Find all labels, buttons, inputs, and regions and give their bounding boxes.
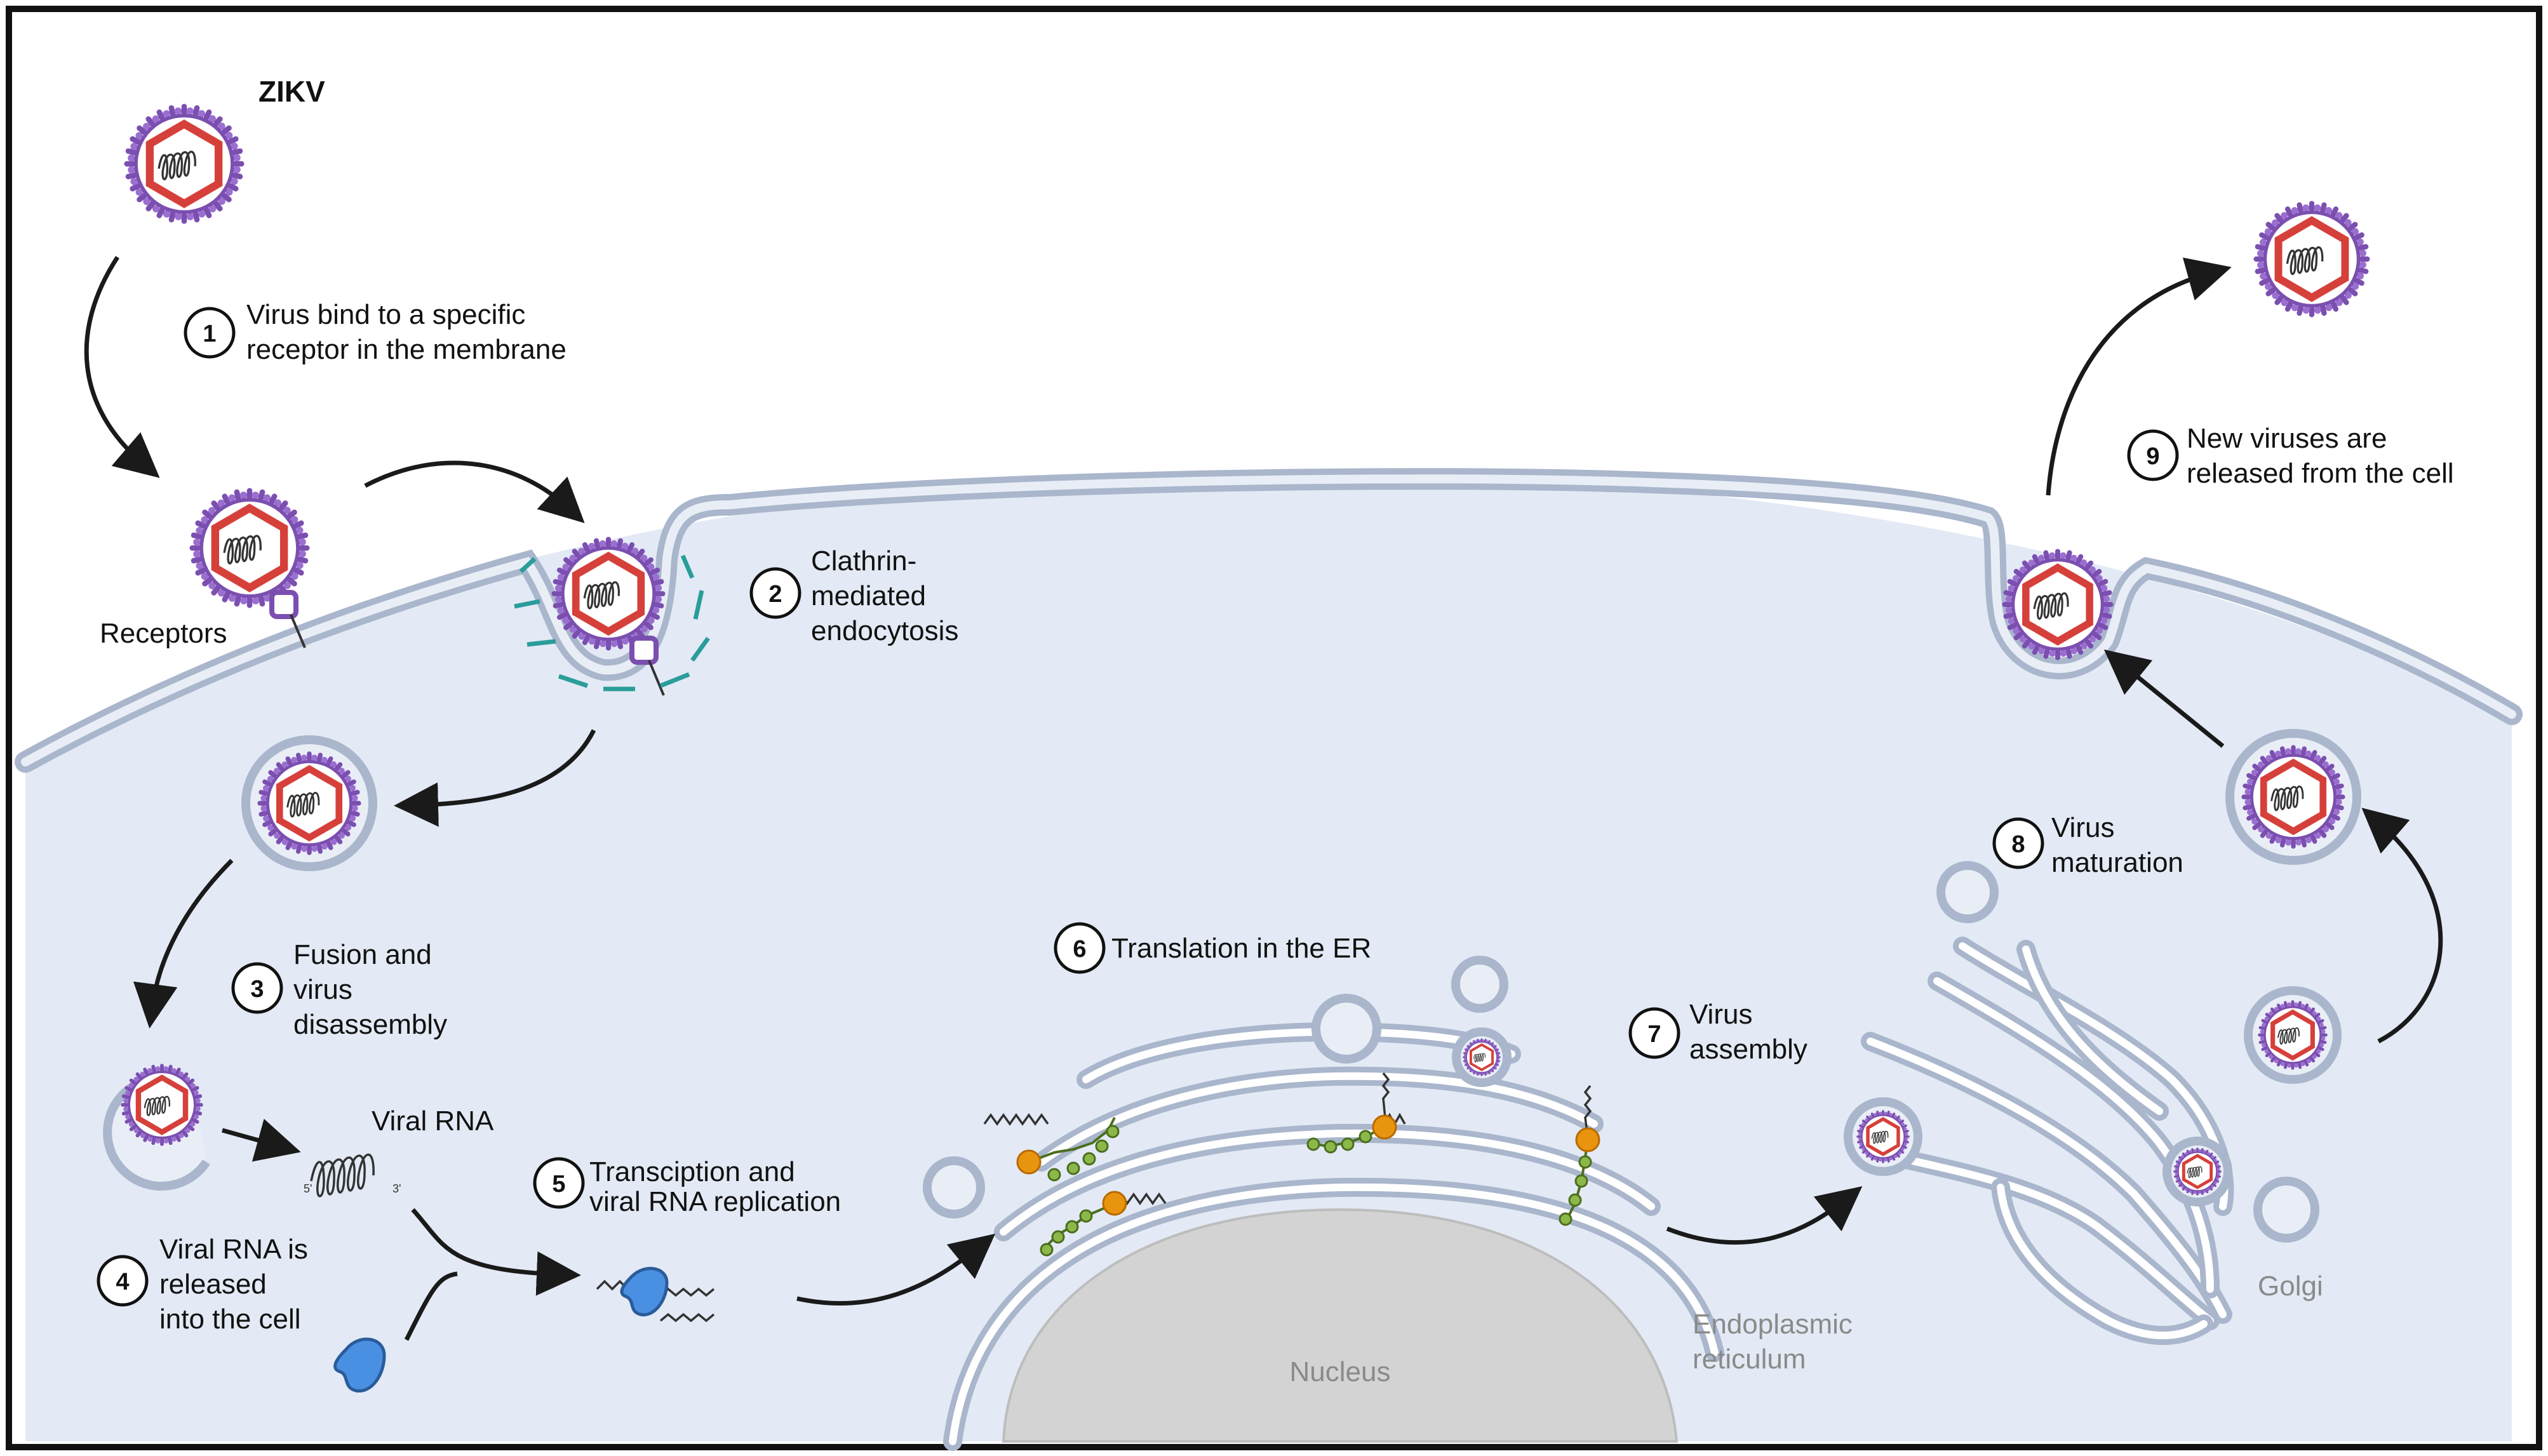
host-protein-icon (333, 1337, 386, 1393)
er-vesicle (1451, 956, 1508, 1013)
svg-text:viral RNA replication: viral RNA replication (589, 1186, 841, 1217)
svg-text:Virus bind to a specific: Virus bind to a specific (246, 299, 525, 330)
svg-text:receptor in the membrane: receptor in the membrane (246, 334, 567, 365)
golgi-label: Golgi (2258, 1271, 2323, 1302)
step-7-badge: 7 (1628, 1007, 1680, 1059)
receptor-icon (629, 636, 665, 696)
svg-text:1: 1 (203, 321, 216, 347)
process-arrows (84, 256, 2443, 1341)
step-3-badge: 3 (231, 962, 283, 1014)
svg-text:maturation: maturation (2051, 847, 2183, 878)
viral-rna-strand: 5' 3' (304, 1153, 401, 1198)
svg-text:Fusion and: Fusion and (293, 939, 432, 970)
svg-text:5': 5' (304, 1182, 312, 1195)
svg-text:Clathrin-: Clathrin- (811, 545, 916, 577)
step-5-text: Transciption and viral RNA replication (589, 1156, 841, 1217)
svg-text:6: 6 (1073, 936, 1086, 963)
receptors-label: Receptors (100, 618, 227, 649)
svg-text:released: released (159, 1269, 267, 1300)
step-8-badge: 8 (1992, 817, 2044, 869)
svg-text:disassembly: disassembly (293, 1009, 447, 1040)
step-8-text: Virus maturation (2051, 812, 2183, 878)
step-6-text: Translation in the ER (1111, 933, 1371, 964)
svg-text:Translation in the ER: Translation in the ER (1111, 933, 1371, 964)
svg-text:mediated: mediated (811, 580, 926, 611)
step-2-text: Clathrin- mediated endocytosis (811, 545, 958, 646)
svg-text:2: 2 (768, 581, 782, 608)
svg-text:7: 7 (1647, 1021, 1661, 1048)
svg-text:released from the cell: released from the cell (2187, 458, 2454, 489)
svg-text:8: 8 (2011, 831, 2025, 858)
er-label-line1: Endoplasmic (1693, 1309, 1853, 1340)
step-5-badge: 5 (533, 1157, 585, 1209)
svg-text:New viruses are: New viruses are (2187, 423, 2387, 454)
svg-text:Virus: Virus (2051, 812, 2114, 843)
svg-text:endocytosis: endocytosis (811, 615, 958, 646)
clathrin-coat (514, 554, 710, 691)
golgi-vesicle (2253, 1177, 2319, 1243)
step-3-text: Fusion and virus disassembly (293, 939, 447, 1040)
svg-text:Transciption and: Transciption and (589, 1156, 795, 1187)
nucleus-label: Nucleus (1290, 1356, 1391, 1387)
svg-text:Virus: Virus (1689, 999, 1752, 1030)
golgi-vesicle (1936, 861, 1999, 923)
svg-text:5: 5 (552, 1171, 565, 1198)
step-4-badge: 4 (97, 1255, 149, 1307)
svg-text:assembly: assembly (1689, 1034, 1807, 1065)
step-9-badge: 9 (2127, 429, 2179, 481)
er-vesicle (1311, 994, 1381, 1064)
svg-text:4: 4 (116, 1269, 129, 1295)
step-2-badge: 2 (749, 567, 801, 619)
nucleus (1002, 1208, 1679, 1443)
svg-text:3': 3' (392, 1182, 401, 1195)
step-4-text: Viral RNA is released into the cell (159, 1234, 308, 1335)
svg-text:Viral RNA is: Viral RNA is (159, 1234, 308, 1265)
step-1-text: Virus bind to a specific receptor in the… (246, 299, 567, 365)
er-vesicle (923, 1156, 985, 1219)
step-1-badge: 1 (184, 307, 236, 359)
receptor-icon (269, 590, 306, 648)
replication-complex (596, 1267, 715, 1323)
svg-text:into the cell: into the cell (159, 1304, 301, 1335)
step-7-text: Virus assembly (1689, 999, 1807, 1065)
er-label-line2: reticulum (1693, 1344, 1806, 1375)
svg-text:virus: virus (293, 974, 352, 1005)
svg-text:3: 3 (250, 976, 264, 1003)
viral-rna-label: Viral RNA (372, 1105, 494, 1137)
zikv-label: ZIKV (258, 75, 325, 108)
cytoplasm (25, 471, 2512, 1441)
svg-text:9: 9 (2146, 443, 2159, 470)
step-6-badge: 6 (1054, 922, 1106, 974)
ribosomes-peptides (983, 1072, 1600, 1257)
step-9-text: New viruses are released from the cell (2187, 423, 2454, 489)
